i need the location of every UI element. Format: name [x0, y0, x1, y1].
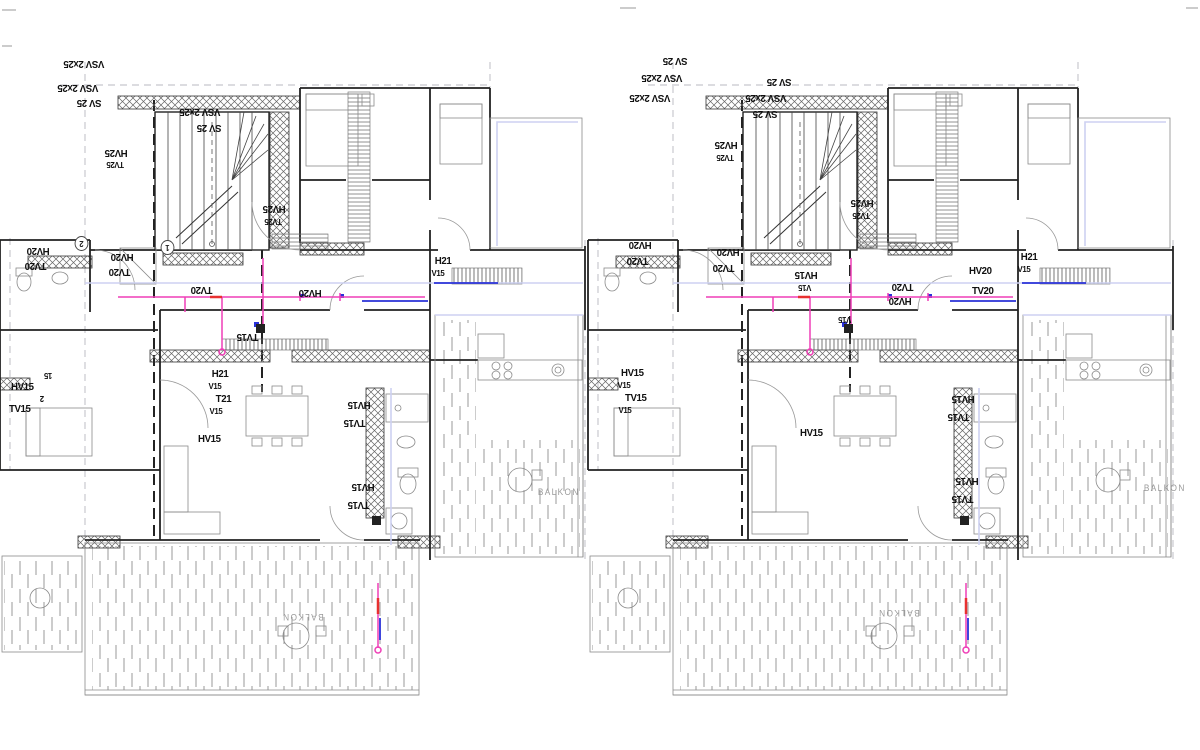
bathtub: [385, 393, 429, 423]
balcony-railing: [85, 689, 419, 696]
apartment-unit: [0, 62, 586, 696]
furniture-and-gray-lines: [1, 93, 584, 696]
toilet: [16, 272, 32, 292]
comb-elements: [221, 91, 523, 351]
page-margin-marks: [2, 7, 1198, 47]
door-swing: [159, 379, 209, 429]
hatched-walls: [0, 95, 441, 549]
door-swing: [329, 505, 365, 541]
radiator: [221, 338, 329, 351]
door-swing: [437, 217, 471, 251]
cold-water-pipes: [254, 282, 498, 640]
section-cut-lines: [153, 100, 263, 540]
door-swing: [329, 275, 365, 311]
hot-water-pipes: [118, 258, 425, 654]
radiator: [451, 267, 523, 285]
pipe-accents: [210, 295, 380, 614]
sofa: [163, 445, 189, 513]
lavender-lines: [85, 121, 583, 545]
kitchen-counter: [477, 359, 583, 381]
washer: [385, 507, 413, 535]
dining-table: [245, 395, 309, 437]
stair-break-line: [175, 185, 239, 245]
shower: [119, 247, 157, 285]
sink: [396, 435, 416, 449]
sink: [51, 271, 69, 285]
terrace-railing: [577, 315, 584, 557]
bed: [25, 407, 93, 457]
bed: [439, 103, 483, 165]
toilet: [399, 473, 417, 495]
riser-symbols: [256, 324, 381, 525]
door-swing: [251, 201, 301, 251]
apartment-unit-right: [586, 60, 1175, 697]
stair-winder-fan: [231, 111, 269, 181]
staircase: [154, 111, 270, 251]
balcony-decking: [4, 320, 580, 690]
walls: [0, 87, 586, 560]
